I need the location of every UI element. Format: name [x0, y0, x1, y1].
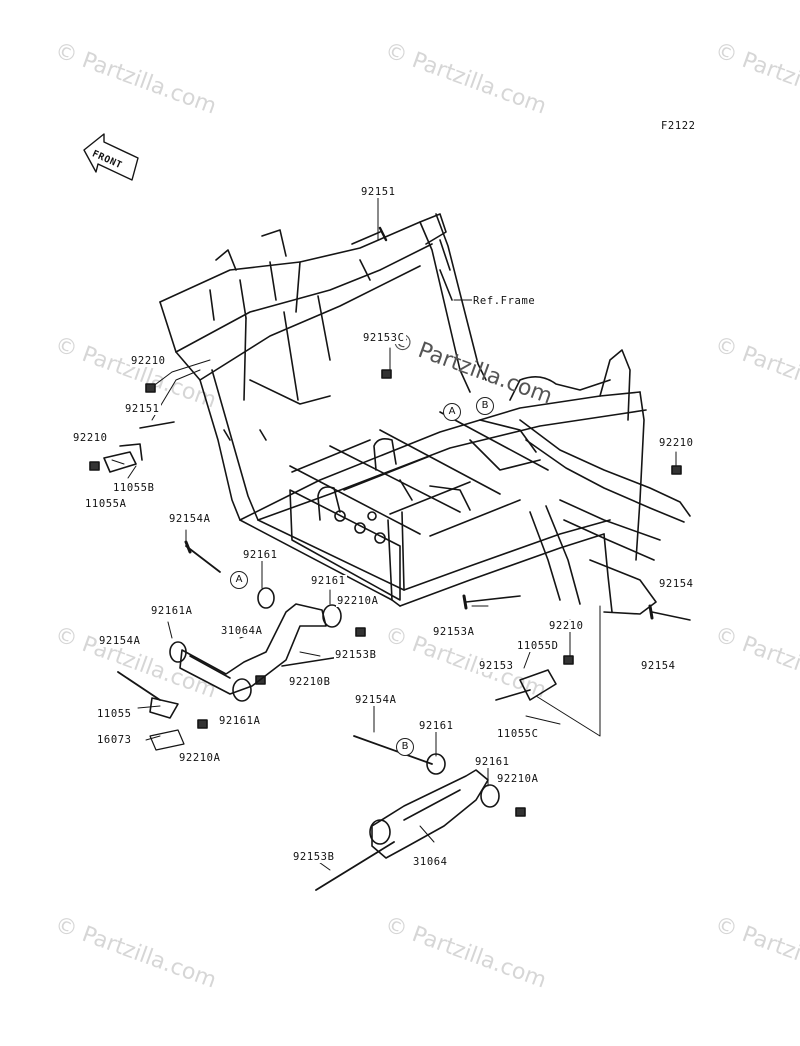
part-label[interactable]: 11055D: [516, 640, 560, 652]
part-label[interactable]: 92161: [474, 756, 511, 768]
part-label[interactable]: 92161: [310, 575, 347, 587]
part-label[interactable]: 92210: [130, 355, 167, 367]
part-label[interactable]: 11055: [96, 708, 133, 720]
part-label[interactable]: 16073: [96, 734, 133, 746]
part-label[interactable]: 92210B: [288, 676, 332, 688]
bolts: [117, 226, 691, 891]
part-label[interactable]: 31064A: [220, 625, 264, 637]
part-label[interactable]: 92154A: [98, 635, 142, 647]
main-frame: [159, 213, 691, 615]
part-label[interactable]: 92154: [658, 578, 695, 590]
part-label[interactable]: 92210A: [336, 595, 380, 607]
part-label[interactable]: 92154A: [168, 513, 212, 525]
part-label[interactable]: 92153B: [334, 649, 378, 661]
part-label[interactable]: 92153C: [362, 332, 406, 344]
bushings-and-nuts: [89, 369, 682, 817]
part-label[interactable]: 92161: [242, 549, 279, 561]
bracket-31064: [369, 769, 489, 859]
part-label[interactable]: 92210A: [178, 752, 222, 764]
part-label[interactable]: 92161: [418, 720, 455, 732]
part-label[interactable]: 92154: [640, 660, 677, 672]
bracket-31064a: [179, 603, 327, 695]
part-label[interactable]: 11055C: [496, 728, 540, 740]
part-label[interactable]: 92161A: [218, 715, 262, 727]
part-label[interactable]: 92161A: [150, 605, 194, 617]
part-label[interactable]: 31064: [412, 856, 449, 868]
part-label[interactable]: 92153: [478, 660, 515, 672]
part-label[interactable]: 11055B: [112, 482, 156, 494]
part-label[interactable]: 92151: [360, 186, 397, 198]
small-brackets: [103, 443, 557, 751]
part-label[interactable]: 11055A: [84, 498, 128, 510]
part-label[interactable]: 92153A: [432, 626, 476, 638]
part-label[interactable]: 92210: [72, 432, 109, 444]
front-arrow-icon: [83, 133, 139, 181]
callout-a: A: [230, 571, 248, 589]
part-label[interactable]: 92210A: [496, 773, 540, 785]
ref-frame-label: Ref.Frame: [472, 295, 537, 307]
part-label[interactable]: 92210: [658, 437, 695, 449]
part-label[interactable]: 92210: [548, 620, 585, 632]
part-label[interactable]: 92153B: [292, 851, 336, 863]
part-label[interactable]: 92151: [124, 403, 161, 415]
callout-b: B: [476, 397, 494, 415]
part-label[interactable]: 92154A: [354, 694, 398, 706]
callout-b: B: [396, 738, 414, 756]
diagram-code: F2122: [660, 120, 697, 132]
callout-a: A: [443, 403, 461, 421]
leader-lines: [111, 197, 677, 871]
